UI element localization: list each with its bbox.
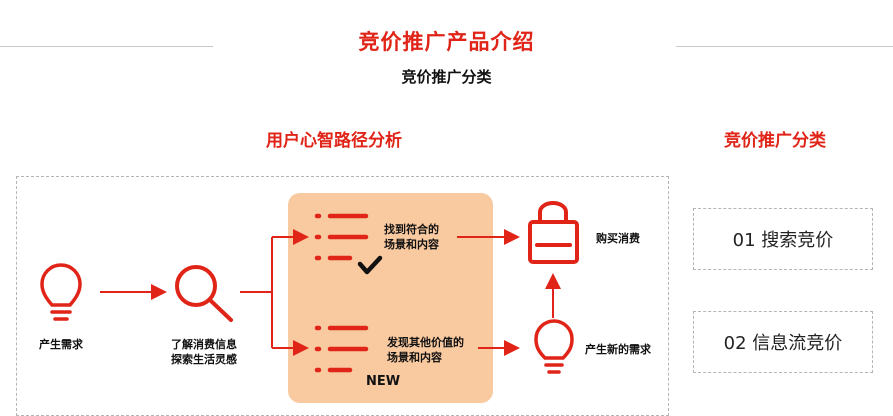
right-section-title: 竞价推广分类: [724, 131, 826, 151]
magnifier-icon: [175, 265, 233, 322]
step-discover-label-line1: 发现其他价值的: [387, 336, 464, 349]
page-title: 竞价推广产品介绍: [358, 30, 535, 54]
header-rule-left: [0, 46, 213, 47]
category-feed-bidding: 02 信息流竞价: [693, 311, 873, 373]
step-need-label: 产生需求: [39, 338, 83, 351]
list-icon: [314, 213, 369, 261]
mind-path-graphics: [40, 201, 579, 374]
flow-arrows: [100, 229, 561, 356]
step-new-need-label: 产生新的需求: [585, 343, 651, 356]
page-subtitle: 竞价推广分类: [401, 68, 492, 86]
shopping-basket-icon: [528, 201, 579, 264]
step-search-label-line2: 探索生活灵感: [171, 353, 237, 366]
category-search-bidding: 01 搜索竞价: [693, 208, 873, 270]
header-rule-right: [676, 46, 893, 47]
lightbulb-icon: [534, 319, 574, 374]
scenario-highlight-panel: [288, 193, 493, 403]
step-find-label-line2: 场景和内容: [384, 238, 439, 251]
step-find-label-line1: 找到符合的: [384, 223, 439, 236]
checkmark-icon: [357, 255, 383, 275]
step-purchase-label: 购买消费: [596, 232, 640, 245]
lightbulb-icon: [40, 263, 82, 321]
left-section-title: 用户心智路径分析: [266, 131, 402, 151]
step-search-label-line1: 了解消费信息: [171, 338, 237, 351]
step-discover-label-line2: 场景和内容: [387, 351, 442, 364]
list-icon: [314, 325, 369, 373]
new-badge: NEW: [366, 374, 401, 389]
